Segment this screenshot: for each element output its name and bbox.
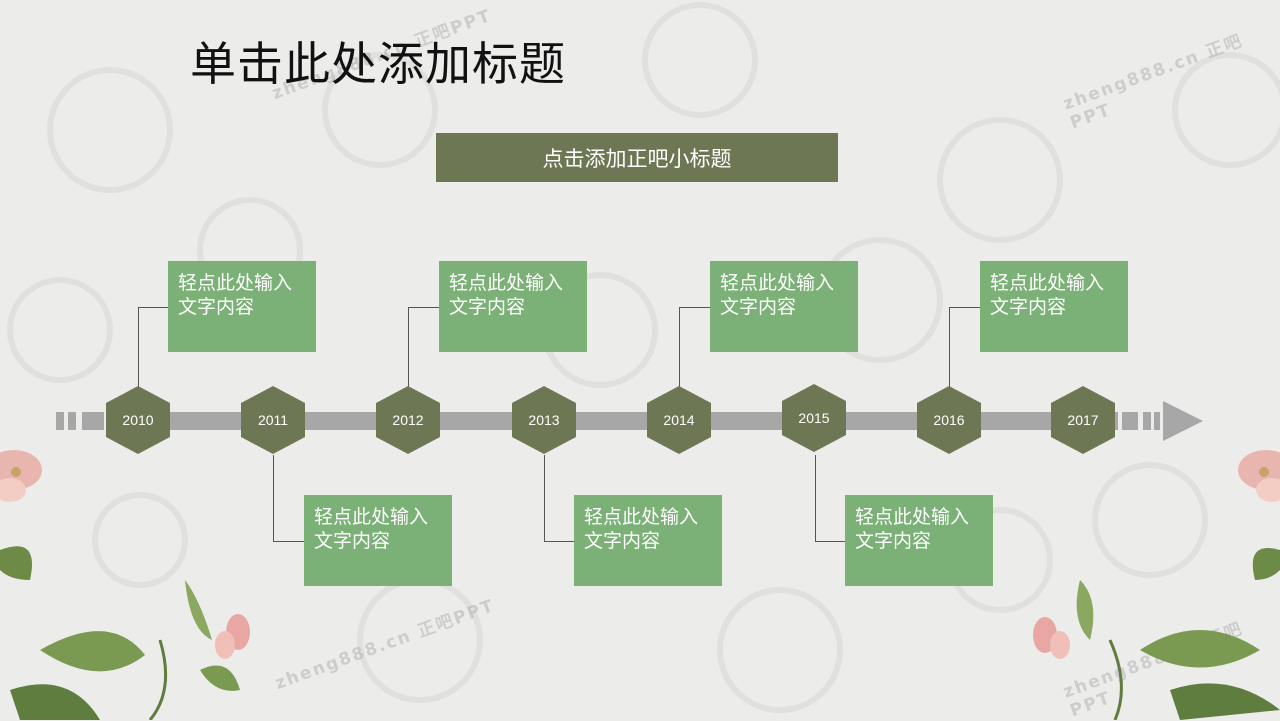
year-label: 2015 <box>798 410 830 426</box>
watermark: zheng888.cn 正吧PPT <box>1060 618 1246 721</box>
connector-line <box>949 307 980 308</box>
connector-line <box>273 541 304 542</box>
year-hexagon-2014[interactable]: 2014 <box>645 384 713 456</box>
hexagon-shape <box>376 386 440 454</box>
timeline-dash <box>1122 412 1138 430</box>
year-label: 2010 <box>122 412 154 428</box>
subtitle-bar[interactable]: 点击添加正吧小标题 <box>436 133 838 182</box>
box-text-line2: 文字内容 <box>449 296 526 318</box>
subtitle-text: 点击添加正吧小标题 <box>542 146 732 171</box>
timeline-dash <box>68 412 76 430</box>
box-text-line1: 轻点此处输入 <box>449 272 564 294</box>
text-box-2016[interactable]: 轻点此处输入 文字内容 <box>980 261 1128 352</box>
year-label: 2017 <box>1067 412 1099 428</box>
year-hexagon-2013[interactable]: 2013 <box>510 384 578 456</box>
floral-decoration-left <box>0 450 250 720</box>
year-label: 2012 <box>392 412 424 428</box>
connector-line <box>679 307 680 387</box>
watermark: zheng888.cn 正吧PPT <box>1060 30 1246 134</box>
box-text-line1: 轻点此处输入 <box>178 272 293 294</box>
text-box-2015[interactable]: 轻点此处输入 文字内容 <box>845 495 993 586</box>
connector-line <box>815 455 816 541</box>
connector-line <box>408 307 439 308</box>
year-hexagon-2015[interactable]: 2015 <box>780 382 848 454</box>
text-box-2014[interactable]: 轻点此处输入 文字内容 <box>710 261 858 352</box>
connector-line <box>138 307 168 308</box>
connector-line <box>544 541 574 542</box>
timeline-dash <box>1154 412 1160 430</box>
year-hexagon-2011[interactable]: 2011 <box>239 384 307 456</box>
connector-line <box>408 307 409 387</box>
year-hexagon-2010[interactable]: 2010 <box>104 384 172 456</box>
hexagon-shape <box>917 386 981 454</box>
hexagon-shape <box>647 386 711 454</box>
year-label: 2011 <box>257 412 289 428</box>
timeline-dash <box>1143 412 1151 430</box>
text-box-2010[interactable]: 轻点此处输入 文字内容 <box>168 261 316 352</box>
box-text-line1: 轻点此处输入 <box>720 272 835 294</box>
box-text-line1: 轻点此处输入 <box>990 272 1105 294</box>
text-box-2012[interactable]: 轻点此处输入 文字内容 <box>439 261 587 352</box>
timeline-arrow-icon <box>1163 401 1203 441</box>
box-text-line2: 文字内容 <box>720 296 797 318</box>
timeline-dash <box>56 412 64 430</box>
connector-line <box>815 541 845 542</box>
box-text-line1: 轻点此处输入 <box>584 506 699 528</box>
timeline-dash <box>82 412 104 430</box>
text-box-2011[interactable]: 轻点此处输入 文字内容 <box>304 495 452 586</box>
year-label: 2013 <box>528 412 560 428</box>
connector-line <box>273 455 274 541</box>
year-hexagon-2012[interactable]: 2012 <box>374 384 442 456</box>
connector-line <box>544 455 545 541</box>
year-label: 2016 <box>933 412 965 428</box>
text-box-2013[interactable]: 轻点此处输入 文字内容 <box>574 495 722 586</box>
year-hexagon-2017[interactable]: 2017 <box>1049 384 1117 456</box>
hexagon-shape <box>241 386 305 454</box>
box-text-line2: 文字内容 <box>178 296 255 318</box>
watermark: zheng888.cn 正吧PPT <box>272 595 498 694</box>
slide-title[interactable]: 单击此处添加标题 <box>190 37 566 91</box>
hexagon-shape <box>512 386 576 454</box>
hexagon-shape <box>782 384 846 452</box>
hexagon-shape <box>106 386 170 454</box>
year-label: 2014 <box>663 412 695 428</box>
box-text-line2: 文字内容 <box>855 530 932 552</box>
hexagon-shape <box>1051 386 1115 454</box>
box-text-line1: 轻点此处输入 <box>314 506 429 528</box>
box-text-line1: 轻点此处输入 <box>855 506 970 528</box>
connector-line <box>138 307 139 387</box>
connector-line <box>679 307 710 308</box>
box-text-line2: 文字内容 <box>990 296 1067 318</box>
connector-line <box>949 307 950 387</box>
box-text-line2: 文字内容 <box>584 530 661 552</box>
year-hexagon-2016[interactable]: 2016 <box>915 384 983 456</box>
box-text-line2: 文字内容 <box>314 530 391 552</box>
